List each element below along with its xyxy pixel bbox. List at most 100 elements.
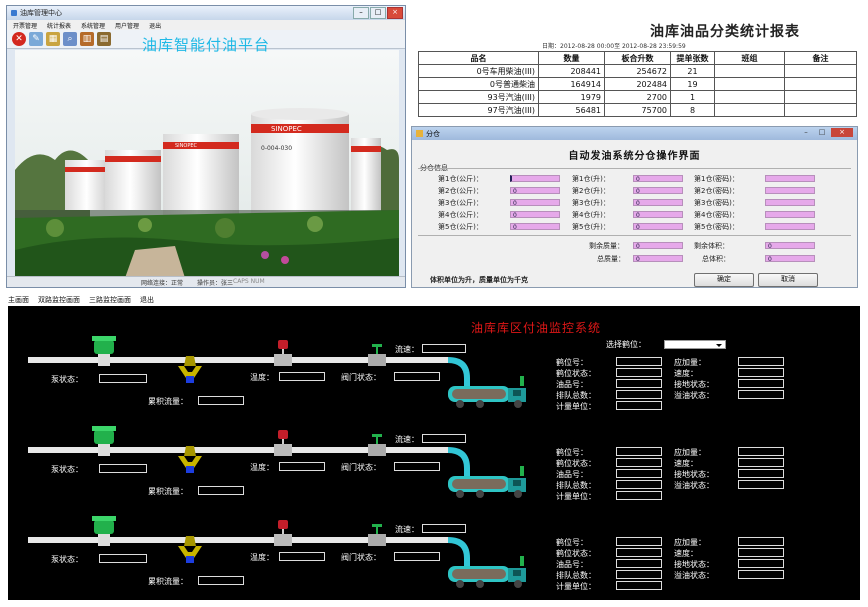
cell-product: 93号汽油(III)	[418, 90, 539, 104]
dialog-minimize-button[interactable]: –	[804, 128, 808, 136]
menu-triple[interactable]: 三路监控画面	[89, 296, 131, 304]
lane-2-pipe	[28, 447, 448, 453]
table-row: 0号普通柴油 164914 202484 19	[418, 77, 857, 91]
monitor-menu-bar: 主画面 双路监控画面 三路监控画面 退出	[8, 295, 154, 305]
liter-input-3[interactable]: 0	[633, 199, 683, 207]
liter-label-4: 第4仓(升)：	[572, 211, 610, 219]
lane-2-temp-label: 温度：	[250, 463, 274, 472]
dialog-title: 自动发油系统分仓操作界面	[568, 151, 701, 162]
col-header: 班组	[714, 51, 785, 65]
monitor-title: 油库库区付油监控系统	[471, 321, 602, 335]
menu-dual[interactable]: 双路监控画面	[38, 296, 80, 304]
lane-1-crane_state-label: 鹤位状态：	[556, 369, 596, 378]
chart-icon[interactable]: ▥	[80, 32, 94, 46]
table-row: 93号汽油(III) 1979 2700 1	[418, 90, 857, 104]
lane-3-flowmeter-icon	[178, 536, 202, 563]
kg-input-2[interactable]: 0	[510, 187, 560, 195]
oil-depot-photo: SINOPEC 0-004-030 SINOPEC	[15, 50, 399, 278]
cell-bills: 8	[670, 103, 715, 117]
liter-input-2[interactable]: 0	[633, 187, 683, 195]
stop-icon[interactable]: ✕	[12, 32, 26, 46]
lane-3-unit-field	[616, 581, 662, 590]
compartment-dialog: 分仓 – □ × 自动发油系统分仓操作界面 分仓信息 第1仓(公斤)： 第2仓(…	[411, 126, 858, 288]
summary-divider	[418, 235, 851, 236]
lane-1-oil_no-label: 油品号：	[556, 380, 588, 389]
lane-1-queue-label: 排队总数：	[556, 391, 596, 400]
lane-2-valve-label: 阀门状态：	[341, 463, 381, 472]
lane-1-pump-label: 泵状态：	[51, 375, 83, 384]
password-input-3[interactable]	[765, 199, 815, 206]
cancel-button[interactable]: 取消	[758, 273, 818, 287]
search-icon[interactable]: ⌕	[63, 32, 77, 46]
lane-2-overflow-field	[738, 480, 784, 489]
dialog-maximize-button[interactable]: □	[818, 128, 826, 136]
remain-weight-input[interactable]: 0	[633, 242, 683, 250]
menu-system[interactable]: 系统管理	[81, 22, 106, 30]
kg-input-4[interactable]: 0	[510, 211, 560, 219]
kg-input-5[interactable]: 0	[510, 223, 560, 231]
kg-input-3[interactable]: 0	[510, 199, 560, 207]
lane-1-valve-icon	[368, 344, 386, 366]
liter-input-5[interactable]: 0	[633, 223, 683, 231]
lane-1-speed-label: 流速：	[395, 345, 419, 354]
lane-2-flow-total-label: 累积流量：	[148, 487, 188, 496]
lane-1-rate-field	[738, 368, 784, 377]
lane-2-tanker-truck-icon	[448, 466, 526, 498]
cell-team	[714, 103, 785, 117]
menu-exit[interactable]: 退出	[149, 22, 162, 30]
total-weight-input[interactable]: 0	[633, 255, 683, 263]
table-row: 97号汽油(III) 56481 75700 8	[418, 103, 857, 117]
lane-1-load_amount-field	[738, 357, 784, 366]
liter-input-4[interactable]: 0	[633, 211, 683, 219]
lane-1-pump-icon	[92, 336, 116, 366]
cell-quantity: 56481	[538, 103, 605, 117]
ok-button[interactable]: 确定	[694, 273, 754, 287]
lane-1-flow-total-label: 累积流量：	[148, 397, 188, 406]
tank-code: 0-004-030	[261, 145, 292, 152]
lane-2-overflow-label: 溢油状态：	[674, 481, 714, 490]
password-input-2[interactable]	[765, 187, 815, 194]
lane-3-pipe	[28, 537, 448, 543]
lane-1-queue-field	[616, 390, 662, 399]
lane-3-speed-label: 流速：	[395, 525, 419, 534]
remain-volume-input[interactable]: 0	[765, 242, 815, 250]
menu-main[interactable]: 主画面	[8, 296, 29, 304]
lane-3-overflow-label: 溢油状态：	[674, 571, 714, 580]
lane-1-overflow-field	[738, 390, 784, 399]
lane-3-unit-label: 计量单位：	[556, 582, 596, 591]
window-controls: – □ ×	[353, 7, 403, 19]
password-input-5[interactable]	[765, 223, 815, 230]
menu-bar: 开票管理 统计报表 系统管理 用户管理 退出	[7, 20, 405, 30]
col-header: 备注	[784, 51, 857, 65]
lane-3-flow-total-label: 累积流量：	[148, 577, 188, 586]
book-icon[interactable]: ▤	[97, 32, 111, 46]
lane-3-overflow-field	[738, 570, 784, 579]
kg-input-1[interactable]	[510, 175, 560, 182]
maximize-button[interactable]: □	[370, 7, 386, 19]
crane-select[interactable]	[664, 340, 726, 349]
menu-monitor-exit[interactable]: 退出	[140, 296, 154, 304]
lane-2-flow-total-field	[198, 486, 244, 495]
password-input-4[interactable]	[765, 211, 815, 218]
kg-label-1: 第1仓(公斤)：	[438, 175, 483, 183]
close-button[interactable]: ×	[387, 7, 403, 19]
app-icon	[11, 10, 17, 16]
password-input-1[interactable]	[765, 175, 815, 182]
grid-icon[interactable]: ▦	[46, 32, 60, 46]
menu-billing[interactable]: 开票管理	[13, 22, 38, 30]
menu-reports[interactable]: 统计报表	[47, 22, 72, 30]
dialog-title-bar: 分仓	[412, 127, 857, 140]
dialog-close-button[interactable]: ×	[831, 128, 853, 137]
menu-users[interactable]: 用户管理	[115, 22, 140, 30]
lane-3-load_amount-label: 应加量：	[674, 538, 706, 547]
total-volume-label: 总体积：	[702, 255, 730, 263]
edit-icon[interactable]: ✎	[29, 32, 43, 46]
liter-input-1[interactable]: 0	[633, 175, 683, 183]
lane-1-valve-label: 阀门状态：	[341, 373, 381, 382]
minimize-button[interactable]: –	[353, 7, 369, 19]
lane-3-rate-field	[738, 548, 784, 557]
status-network: 网络连接：正常	[141, 280, 184, 287]
total-volume-input[interactable]: 0	[765, 255, 815, 263]
lane-3-valve-field	[394, 552, 440, 561]
liter-label-1: 第1仓(升)：	[572, 175, 610, 183]
